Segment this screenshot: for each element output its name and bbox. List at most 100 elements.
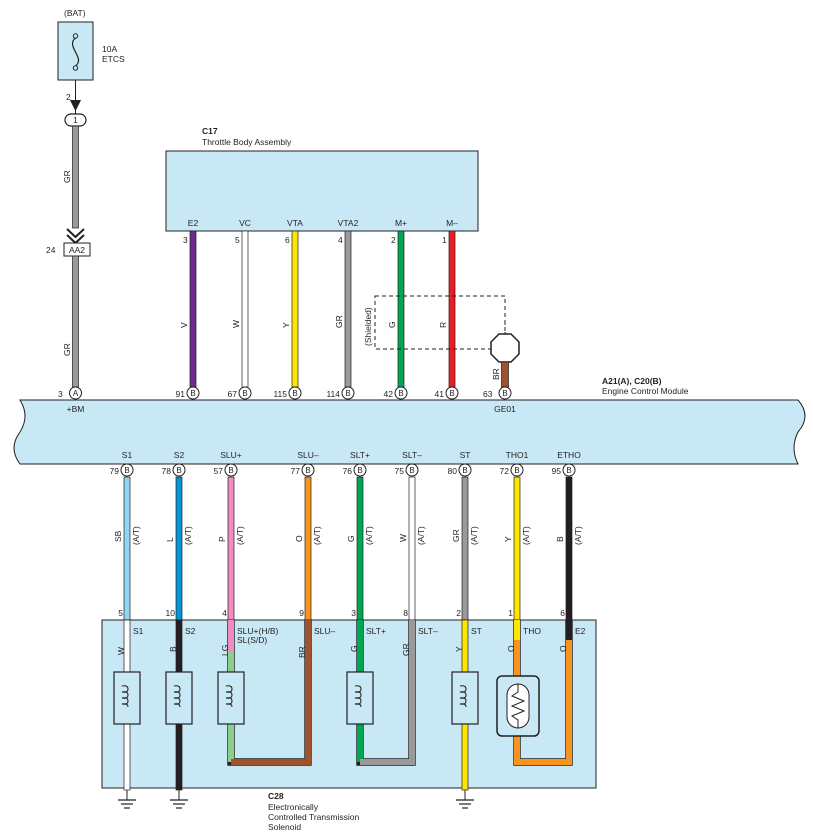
solenoid-pin-slt-5: 8 bbox=[403, 608, 408, 618]
solenoid-code: C28 bbox=[268, 791, 284, 801]
inner-color-s1-0: W bbox=[116, 647, 126, 655]
ecm-lower-pin-slt-4: 76 bbox=[343, 466, 353, 476]
ecm-lower-terminal-slu-2: SLU+ bbox=[220, 450, 242, 460]
wire-color-s2-1: L bbox=[165, 537, 175, 542]
solenoid-pin-etho-8: 6 bbox=[560, 608, 565, 618]
bm-terminal: +BM bbox=[67, 404, 85, 414]
ecm-pin-vta2-3: 114 bbox=[326, 389, 340, 399]
ecm-connector-m-4-letter: B bbox=[398, 389, 403, 398]
inner-color-slt-4: G bbox=[349, 645, 359, 652]
st-solenoid-icon bbox=[459, 685, 467, 708]
throttle-name: Throttle Body Assembly bbox=[202, 137, 292, 147]
thermistor-resistor-icon bbox=[510, 684, 526, 728]
throttle-wire-vta-2 bbox=[291, 230, 299, 388]
inner-color-st-6: Y bbox=[454, 646, 464, 652]
ecm-lower-connector-slt-4-letter: B bbox=[357, 466, 362, 475]
throttle-wire-m-4 bbox=[397, 230, 405, 388]
ge01-pin: 63 bbox=[483, 389, 493, 399]
ecm-lower-pin-tho1-7: 72 bbox=[500, 466, 510, 476]
solenoid-terminal-tho1-7: THO bbox=[523, 626, 541, 636]
solenoid-name-2: Controlled Transmission bbox=[268, 812, 359, 822]
bm-connector-badge bbox=[69, 386, 82, 400]
ecm-lower-connector-slt-5-letter: B bbox=[409, 466, 414, 475]
bat-label: (BAT) bbox=[64, 8, 86, 18]
ecm-lower-connector-st-6-letter: B bbox=[462, 466, 467, 475]
solenoid-terminal-s2-1: S2 bbox=[185, 626, 196, 636]
solenoid-terminal-etho-8: E2 bbox=[575, 626, 586, 636]
ecm-box bbox=[13, 399, 806, 465]
ecm-name: Engine Control Module bbox=[602, 386, 689, 396]
solenoid-terminal-st-6: ST bbox=[471, 626, 482, 636]
ecm-pin-vta-2: 115 bbox=[273, 389, 287, 399]
br-ground-wire bbox=[501, 361, 509, 388]
ecm-connector-vta-2-badge bbox=[288, 386, 302, 400]
throttle-terminal-m-5: M– bbox=[446, 218, 458, 228]
ecm-lower-connector-slt-5-badge bbox=[405, 463, 419, 477]
slt-solenoid-box bbox=[346, 671, 374, 725]
ge01-connector-letter: B bbox=[502, 389, 507, 398]
transmission-wire-slu-3 bbox=[304, 476, 312, 621]
inner-color-etho-8: O bbox=[558, 645, 568, 652]
transmission-wire-slt-5 bbox=[408, 476, 416, 621]
fuse-amperage: 10A bbox=[102, 44, 117, 54]
ecm-lower-connector-s2-1-badge bbox=[172, 463, 186, 477]
solenoid-pin-slu-3: 9 bbox=[299, 608, 304, 618]
throttle-wire-vc-1 bbox=[241, 230, 249, 388]
ecm-lower-pin-s1-0: 79 bbox=[110, 466, 120, 476]
wire-color-m-4: G bbox=[387, 321, 397, 328]
fuse-pin: 2 bbox=[66, 92, 71, 102]
at-label-s1-0: (A/T) bbox=[131, 526, 141, 545]
at-label-tho1-7: (A/T) bbox=[521, 526, 531, 545]
at-label-st-6: (A/T) bbox=[469, 526, 479, 545]
ecm-lower-terminal-etho-8: ETHO bbox=[557, 450, 581, 460]
throttle-code: C17 bbox=[202, 126, 218, 136]
ecm-connector-vta-2-letter: B bbox=[292, 389, 297, 398]
transmission-wire-st-6 bbox=[461, 476, 469, 621]
slt-minus-inner bbox=[360, 620, 415, 765]
solenoid-pin-slt-4: 3 bbox=[351, 608, 356, 618]
transmission-wire-slu-2 bbox=[227, 476, 235, 621]
inner-color-slu-2: LG bbox=[220, 645, 230, 656]
fuse-icon bbox=[71, 33, 80, 71]
at-label-slu-3: (A/T) bbox=[312, 526, 322, 545]
wire-color-gr-upper: GR bbox=[62, 170, 72, 183]
shield-ground-icon bbox=[490, 333, 520, 363]
gr-wire-lower bbox=[72, 255, 79, 388]
ecm-lower-pin-slt-5: 75 bbox=[395, 466, 405, 476]
transmission-wire-etho-8 bbox=[565, 476, 573, 621]
throttle-wires: E23V91BETAVC5W67BVCTAVTA6Y115BVTA1VTA24G… bbox=[176, 218, 459, 414]
wire-color-gr-lower: GR bbox=[62, 343, 72, 356]
ecm-connector-vc-1-badge bbox=[238, 386, 252, 400]
ecm-lower-terminal-s1-0: S1 bbox=[122, 450, 133, 460]
ecm-lower-connector-tho1-7-letter: B bbox=[514, 466, 519, 475]
slt-solenoid-icon bbox=[354, 685, 362, 708]
ecm-lower-connector-slt-4-badge bbox=[353, 463, 367, 477]
throttle-pin-e2-0: 3 bbox=[183, 235, 188, 245]
inner-color-tho1-7: O bbox=[506, 645, 516, 652]
transmission-wire-slt-4 bbox=[356, 476, 364, 621]
bm-connector-letter: A bbox=[73, 389, 79, 398]
ecm-connector-m-5-badge bbox=[445, 386, 459, 400]
wire-color-slu-2: P bbox=[217, 536, 227, 542]
ecm-connector-vta2-3-letter: B bbox=[345, 389, 350, 398]
solenoid-terminal-slu-3: SLU– bbox=[314, 626, 336, 636]
throttle-terminal-vc-1: VC bbox=[239, 218, 251, 228]
solenoid-pin-tho1-7: 1 bbox=[508, 608, 513, 618]
solenoid-terminal-slt-5: SLT– bbox=[418, 626, 438, 636]
s1-solenoid-icon bbox=[121, 685, 129, 708]
throttle-pin-vc-1: 5 bbox=[235, 235, 240, 245]
ecm-lower-terminal-tho1-7: THO1 bbox=[506, 450, 529, 460]
throttle-terminal-vta-2: VTA bbox=[287, 218, 303, 228]
aa2-name: AA2 bbox=[69, 245, 85, 255]
at-label-slu-2: (A/T) bbox=[235, 526, 245, 545]
wire-color-slt-5: W bbox=[398, 534, 408, 542]
inner-color-slt-5: GR bbox=[401, 643, 411, 656]
ecm-lower-connector-s1-0-letter: B bbox=[124, 466, 129, 475]
ecm-lower-pin-etho-8: 95 bbox=[552, 466, 562, 476]
throttle-terminal-vta2-3: VTA2 bbox=[338, 218, 359, 228]
wire-color-vc-1: W bbox=[231, 320, 241, 328]
ecm-lower-connector-slu-3-badge bbox=[301, 463, 315, 477]
